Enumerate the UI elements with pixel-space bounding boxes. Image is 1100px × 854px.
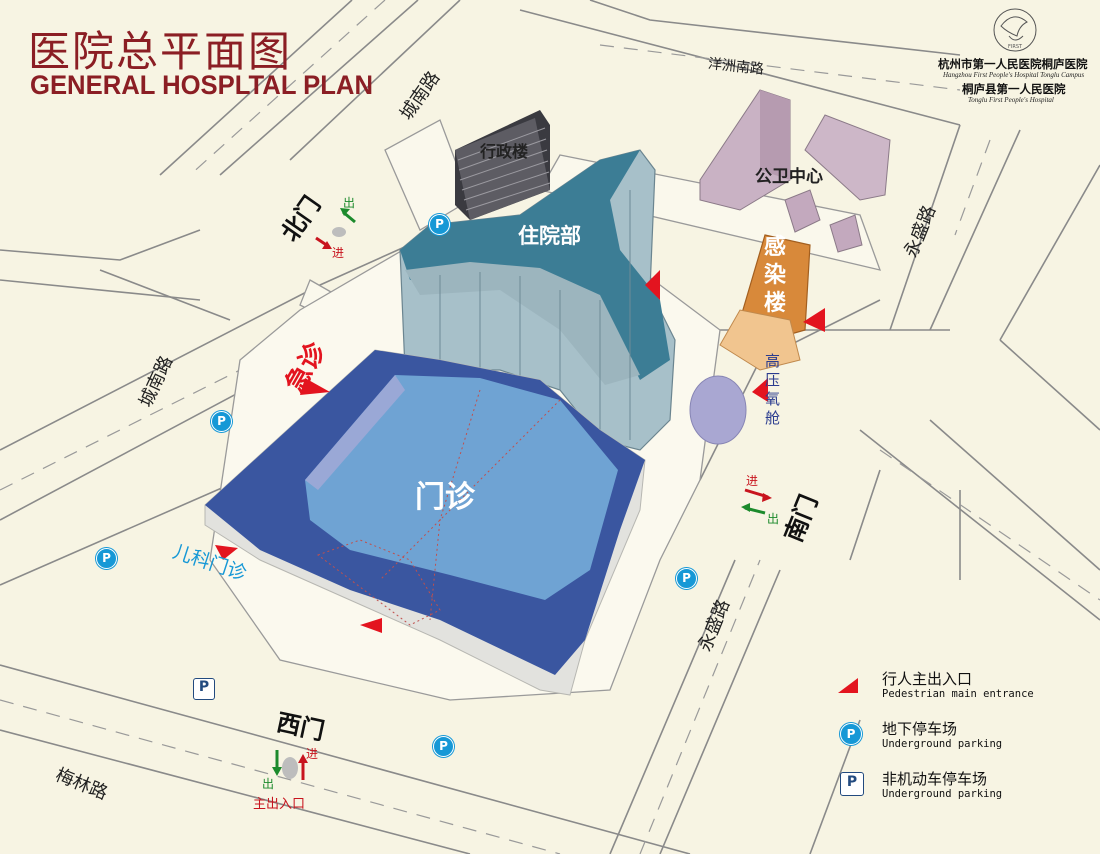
hospital-name-2-en: Tonglu First People's Hospital: [968, 96, 1054, 104]
inpatient-entrance-marker: [645, 270, 660, 300]
legend-item-underground-en: Underground parking: [882, 738, 1003, 750]
infection-building-label: 感染楼: [764, 235, 787, 316]
inpatient-building-label: 住院部: [518, 224, 581, 248]
public-health-center: [699, 89, 891, 253]
hospital-logo: [993, 8, 1037, 52]
north-gate-in: 进: [332, 246, 345, 260]
legend-item-entrance: 行人主出入口: [882, 670, 973, 688]
south-gate-out: 出: [767, 512, 780, 526]
public-health-label: 公卫中心: [755, 167, 823, 187]
map-title-en: GENERAL HOSPLTAL PLAN: [30, 70, 373, 100]
legend-item-bicycle-en: Underground parking: [882, 788, 1003, 800]
gate-arrows: [272, 208, 772, 780]
legend-item-underground: 地下停车场: [882, 720, 958, 738]
parking-icon[interactable]: P: [676, 568, 697, 589]
south-gate-in: 进: [746, 474, 759, 488]
pediatric-entrance-marker: [215, 545, 238, 560]
outpatient-building: [204, 349, 646, 696]
admin-building-label: 行政楼: [480, 142, 529, 161]
infection-entrance-marker: [803, 308, 825, 332]
hospital-name-2: 桐庐县第一人民医院: [962, 82, 1066, 96]
emergency-entrance-marker: [300, 378, 330, 395]
hyperbaric-entrance-marker: [752, 378, 768, 402]
logo-text: FIRST: [1008, 44, 1023, 50]
west-gate-out: 出: [262, 777, 275, 791]
west-gate-in: 进: [306, 747, 319, 761]
outpatient-label: 门诊: [415, 480, 475, 515]
hyperbaric-label: 高压氧舱: [765, 352, 781, 427]
bicycle-parking-icon[interactable]: P: [193, 678, 215, 700]
underground-parking-icon: P: [840, 723, 862, 745]
legend-item-bicycle: 非机动车停车场: [882, 770, 988, 788]
bicycle-parking-icon: P: [840, 772, 864, 796]
map-title-cn: 医院总平面图: [28, 27, 293, 76]
north-gate-out: 出: [343, 196, 356, 210]
parking-icon[interactable]: P: [96, 548, 117, 569]
parking-icon[interactable]: P: [433, 736, 454, 757]
legend-item-entrance-en: Pedestrian main entrance: [882, 688, 1034, 700]
inpatient-building: [399, 149, 676, 451]
parking-icon[interactable]: P: [429, 214, 450, 235]
hyperbaric-chamber: [689, 375, 747, 445]
hospital-name-1: 杭州市第一人民医院桐庐医院: [938, 57, 1088, 71]
infection-building: [719, 234, 811, 371]
admin-building: [455, 110, 551, 220]
outpatient-entrance-marker: [360, 618, 382, 633]
entrance-markers: [215, 270, 825, 633]
west-gate-main-entrance: 主出入口: [253, 797, 306, 812]
hospital-name-1-en: Hangzhou First People's Hospital Tonglu …: [943, 71, 1085, 79]
red-triangle-icon: [838, 678, 858, 693]
parking-icon[interactable]: P: [211, 411, 232, 432]
